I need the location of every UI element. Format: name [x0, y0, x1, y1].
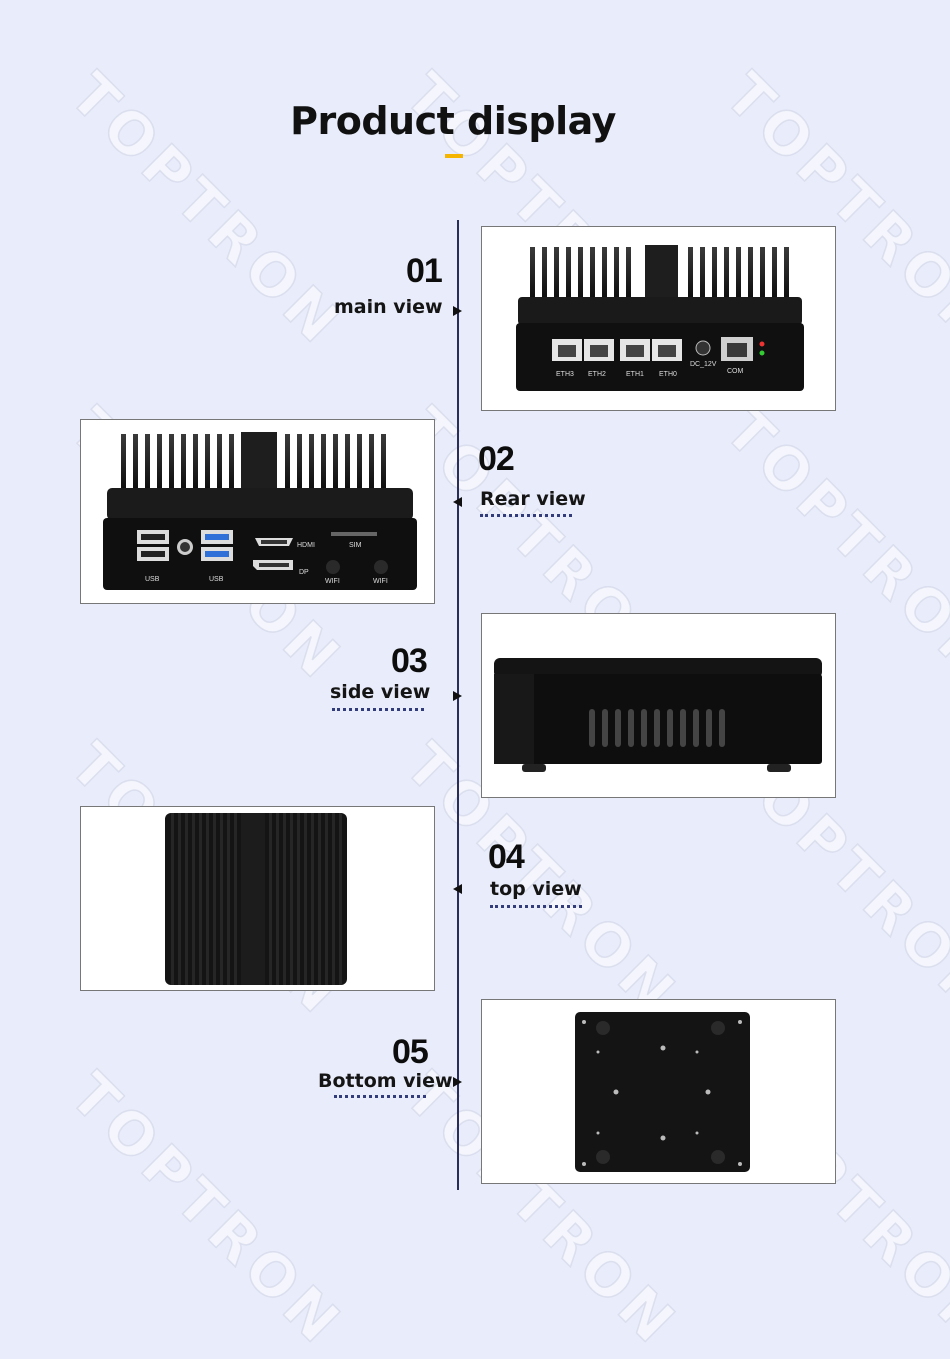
title-accent-bar [445, 154, 463, 158]
section-number: 05 [392, 1033, 429, 1071]
port-label: SIM [349, 542, 362, 549]
section-label: side view [330, 681, 431, 703]
side-view-image [481, 613, 836, 798]
main-view-image: ETH3 ETH2 ETH1 ETH0 DC_12V COM [481, 226, 836, 411]
watermark: TOPTRON [56, 1059, 357, 1359]
section-label: Bottom view [318, 1070, 453, 1092]
rear-view-image: USB USB HDMI DP SIM WIFI WIFI [80, 419, 435, 604]
section-number: 04 [488, 838, 525, 876]
mini-pc-bottom-illustration [575, 1012, 750, 1172]
arrow-right-icon [453, 691, 462, 701]
mini-pc-rear-illustration: USB USB HDMI DP SIM WIFI WIFI [103, 432, 417, 590]
dotted-underline [332, 708, 424, 711]
port-label: DP [299, 569, 309, 576]
section-number: 02 [478, 440, 515, 478]
port-label: ETH1 [626, 371, 644, 378]
port-label: ETH2 [588, 371, 606, 378]
section-number: 01 [406, 252, 443, 290]
dotted-underline [490, 905, 582, 908]
page-title: Product display [290, 99, 616, 144]
port-label: WIFI [373, 578, 388, 585]
port-label: ETH0 [659, 371, 677, 378]
dotted-underline [334, 1095, 426, 1098]
top-view-image [80, 806, 435, 991]
mini-pc-front-illustration: ETH3 ETH2 ETH1 ETH0 DC_12V COM [516, 245, 804, 391]
timeline-line [457, 220, 459, 1190]
section-label: Rear view [480, 488, 586, 510]
arrow-left-icon [453, 497, 462, 507]
bottom-view-image [481, 999, 836, 1184]
section-label: main view [334, 296, 443, 318]
port-label: USB [209, 576, 224, 583]
port-label: ETH3 [556, 371, 574, 378]
mini-pc-side-illustration [494, 658, 822, 772]
port-label: DC_12V [690, 361, 717, 368]
section-number: 03 [391, 642, 428, 680]
port-label: WIFI [325, 578, 340, 585]
arrow-right-icon [453, 1077, 462, 1087]
arrow-right-icon [453, 306, 462, 316]
mini-pc-top-illustration [165, 813, 347, 985]
section-label: top view [490, 878, 582, 900]
port-label: USB [145, 576, 160, 583]
arrow-left-icon [453, 884, 462, 894]
port-label: HDMI [297, 542, 315, 549]
port-label: COM [727, 368, 744, 375]
dotted-underline [480, 514, 572, 517]
